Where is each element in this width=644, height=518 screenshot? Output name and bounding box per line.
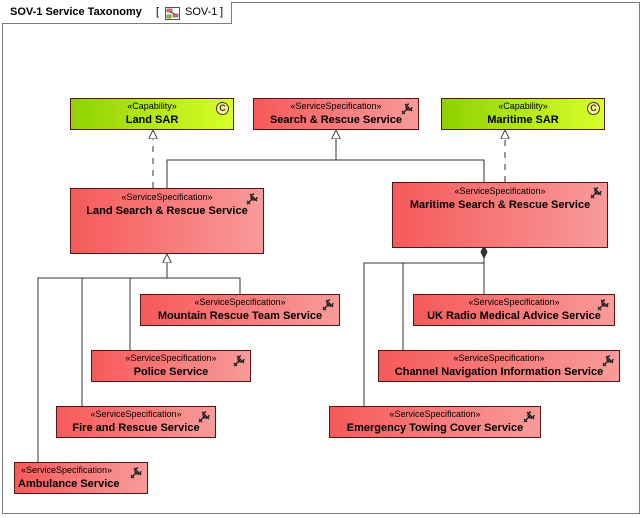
diagram-title: SOV-1 Service Taxonomy — [10, 6, 142, 18]
stereotype-label: «ServiceSpecification» — [90, 409, 182, 419]
service-search-rescue[interactable]: «ServiceSpecification» Search & Rescue S… — [253, 98, 419, 130]
stereotype-label: «ServiceSpecification» — [121, 192, 213, 202]
diagram-icon — [165, 7, 180, 20]
stereotype-label: «ServiceSpecification» — [125, 353, 217, 363]
tools-icon — [130, 467, 142, 479]
composition-diamond — [480, 244, 488, 260]
tools-icon — [590, 187, 602, 199]
branch-towing — [363, 262, 403, 406]
service-name: Fire and Rescue Service — [72, 422, 200, 434]
branch-ambulance — [37, 277, 82, 462]
service-name: Police Service — [133, 366, 209, 378]
title-bracket-open: [ — [156, 6, 160, 18]
service-name: Emergency Towing Cover Service — [346, 422, 524, 434]
capability-name: Land SAR — [125, 114, 179, 126]
generalization-maritime-to-sr — [336, 159, 485, 182]
service-mountain-rescue[interactable]: «ServiceSpecification» Mountain Rescue T… — [140, 294, 340, 326]
tools-icon — [233, 355, 245, 367]
stereotype-label: «ServiceSpecification» — [454, 186, 546, 196]
title-bracket-close: ] — [220, 6, 224, 18]
service-name: UK Radio Medical Advice Service — [427, 310, 601, 322]
service-uk-radio-medical[interactable]: «ServiceSpecification» UK Radio Medical … — [413, 294, 615, 326]
stereotype-label: «Capability» — [127, 101, 177, 111]
branch-mountain — [167, 277, 241, 294]
diagram-reference: SOV-1 — [185, 6, 218, 18]
branch-fire — [81, 277, 130, 406]
tools-icon — [322, 299, 334, 311]
service-name: Land Search & Rescue Service — [86, 205, 248, 217]
capability-maritime-sar[interactable]: «Capability» Maritime SAR C — [441, 98, 605, 130]
capability-icon: C — [216, 102, 229, 115]
tools-icon — [597, 299, 609, 311]
service-name: Channel Navigation Information Service — [394, 366, 604, 378]
stereotype-label: «ServiceSpecification» — [194, 297, 286, 307]
stereotype-label: «Capability» — [498, 101, 548, 111]
capability-name: Maritime SAR — [487, 114, 559, 126]
service-emergency-towing[interactable]: «ServiceSpecification» Emergency Towing … — [329, 406, 541, 438]
stereotype-label: «ServiceSpecification» — [290, 101, 382, 111]
generalization-land-to-sr — [166, 159, 336, 188]
tools-icon — [198, 411, 210, 423]
capability-icon: C — [587, 102, 600, 115]
service-police[interactable]: «ServiceSpecification» Police Service — [91, 350, 251, 382]
service-name: Maritime Search & Rescue Service — [409, 199, 591, 211]
stereotype-label: «ServiceSpecification» — [453, 353, 545, 363]
stereotype-label: «ServiceSpecification» — [21, 465, 113, 475]
service-name: Search & Rescue Service — [269, 114, 403, 126]
tools-icon — [401, 103, 413, 115]
tools-icon — [602, 355, 614, 367]
service-name: Ambulance Service — [18, 478, 120, 490]
service-channel-navigation[interactable]: «ServiceSpecification» Channel Navigatio… — [378, 350, 620, 382]
tools-icon — [246, 193, 258, 205]
service-fire-rescue[interactable]: «ServiceSpecification» Fire and Rescue S… — [56, 406, 216, 438]
stereotype-label: «ServiceSpecification» — [468, 297, 560, 307]
stereotype-label: «ServiceSpecification» — [389, 409, 481, 419]
service-ambulance[interactable]: «ServiceSpecification» Ambulance Service — [14, 462, 148, 494]
capability-land-sar[interactable]: «Capability» Land SAR C — [70, 98, 234, 130]
service-land-search-rescue[interactable]: «ServiceSpecification» Land Search & Res… — [70, 188, 264, 254]
diagram-title-tab[interactable]: SOV-1 Service Taxonomy [ SOV-1 ] — [2, 2, 232, 24]
service-maritime-search-rescue[interactable]: «ServiceSpecification» Maritime Search &… — [392, 182, 608, 248]
tools-icon — [523, 411, 535, 423]
service-name: Mountain Rescue Team Service — [157, 310, 323, 322]
